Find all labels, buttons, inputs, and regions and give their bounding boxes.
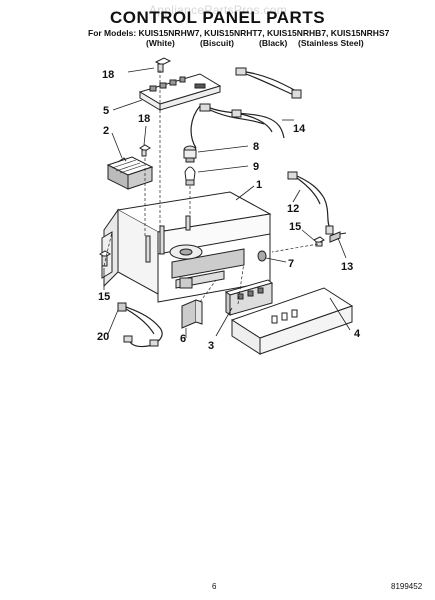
callout-4: 4 (354, 328, 361, 340)
callout-5: 5 (103, 105, 109, 117)
light-bulb-icon (184, 166, 196, 186)
watermark: AppliancePartsPros.com (149, 3, 287, 17)
front-panel-icon (230, 287, 354, 355)
lamp-socket-icon (183, 145, 197, 163)
callout-13: 13 (341, 261, 353, 273)
callout-15-left: 15 (98, 291, 110, 303)
page-number: 6 (212, 582, 217, 591)
screw-icon (154, 57, 172, 73)
callout-18-mid: 18 (138, 113, 150, 125)
callout-9: 9 (253, 161, 259, 173)
wire-harness-icon (287, 171, 334, 235)
transformer-icon (106, 156, 154, 190)
thermistor-icon (329, 231, 347, 243)
screw-icon (139, 144, 151, 157)
callout-6: 6 (180, 333, 186, 345)
screw-icon (99, 250, 111, 267)
wire-harness-icon (190, 67, 302, 149)
callout-3: 3 (208, 340, 214, 352)
callout-12: 12 (287, 203, 299, 215)
color-label-biscuit: (Biscuit) (200, 38, 234, 48)
callout-2: 2 (103, 125, 109, 137)
page-title: CONTROL PANEL PARTS (109, 8, 326, 27)
color-label-white: (White) (146, 38, 175, 48)
callout-1: 1 (256, 179, 262, 191)
knob-icon (257, 250, 267, 262)
callout-18-top: 18 (102, 69, 114, 81)
switch-board-icon (224, 279, 274, 316)
callout-20: 20 (97, 331, 109, 343)
callout-14: 14 (293, 123, 306, 135)
bracket-icon (181, 299, 203, 329)
color-label-black: (Black) (259, 38, 288, 48)
models-line: For Models: KUIS15NRHW7, KUIS15NRHT7, KU… (88, 28, 390, 38)
callout-7: 7 (288, 258, 294, 270)
callout-15-right: 15 (289, 221, 301, 233)
lamp-harness-icon (117, 302, 163, 348)
callout-8: 8 (253, 141, 259, 153)
document-number: 8199452 (391, 582, 423, 591)
color-label-stainless: (Stainless Steel) (298, 38, 364, 48)
control-housing-icon (101, 191, 272, 303)
